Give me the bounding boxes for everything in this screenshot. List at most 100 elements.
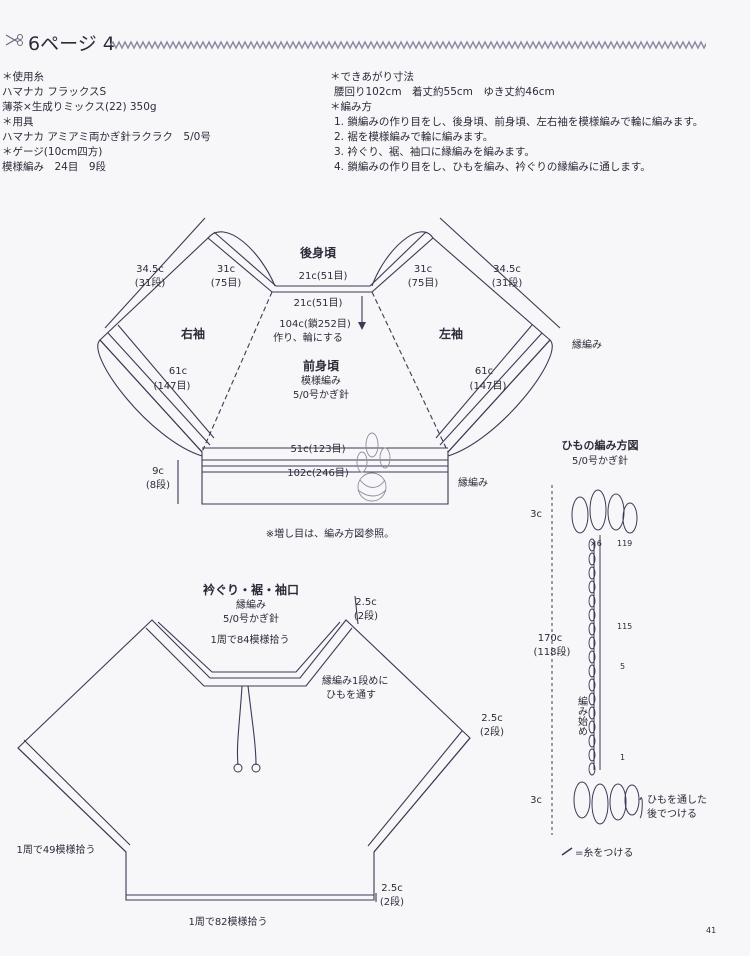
thread-note-2: ひもを通す [326, 689, 376, 701]
materials-line: 模様編み 24目 9段 [2, 161, 107, 173]
cuff-pickup: 1周で49模様拾う [16, 843, 95, 856]
cord-stitch [588, 720, 596, 734]
instructions-block: ＊できあがり寸法 腰回り102cm 着丈約55cm ゆき丈約46cm ＊編み方 … [330, 70, 703, 175]
edging-pattern: 縁編み [236, 598, 266, 611]
cord-attach-2: 後でつける [647, 807, 697, 820]
left-cuff-band [367, 730, 471, 853]
thread-note-1: 縁編み1段めに [322, 674, 388, 687]
cord-title: ひもの編み方図 [562, 438, 639, 452]
left-61: 61c [475, 366, 493, 377]
width-51: 51c(123目) [290, 444, 345, 455]
increase-note: ※増し目は、編み方図参照。 [266, 527, 394, 540]
edging-25c-rows: (2段) [380, 895, 404, 908]
edging-outline [17, 619, 471, 901]
left-345: 34.5c [493, 264, 521, 275]
cord-hook: 5/0号かぎ針 [572, 454, 628, 467]
cord-row-1: 1 [620, 753, 625, 762]
right-61: 61c [169, 366, 187, 377]
cord-length-rows: (118段) [534, 645, 571, 658]
instructions-line: ＊できあがり寸法 [330, 71, 414, 83]
header-zigzag-rule [109, 35, 711, 54]
edge-label-hem: 縁編み [458, 476, 488, 489]
left-sleeve-label: 左袖 [438, 326, 463, 341]
neckline-band [213, 231, 427, 287]
instructions-line: 1. 鎖編みの作り目をし、後身頃、前身頃、左右袖を模様編みで輪に編みます。 [334, 116, 704, 128]
hem-band [202, 459, 448, 467]
edging-diagram: 衿ぐり・裾・袖口 縁編み 5/0号かぎ針 2.5c (2段) 1周で84模様拾う… [16, 582, 504, 928]
instructions-line: 3. 衿ぐり、裾、袖口に縁編みを編みます。 [334, 146, 535, 158]
right-sleeve-curve [207, 231, 276, 287]
yarn-ball-icon [356, 432, 391, 502]
cord-stitch [588, 580, 596, 594]
cord-row-119: 119 [617, 539, 632, 548]
cord-attach-bracket [639, 797, 643, 819]
instructions-line: 2. 裾を模様編みで輪に編みます。 [334, 131, 494, 143]
width-21b: 21c(51目) [294, 298, 343, 309]
cord-attach-1: ひもを通した [647, 794, 707, 806]
cord-stitch [588, 538, 596, 552]
edging-hook: 5/0号かぎ針 [223, 612, 279, 625]
edging-25b: 2.5c [481, 713, 502, 724]
cord-stitch [588, 664, 596, 678]
cord-row-5: 5 [620, 662, 625, 671]
cord-start: 編み始め [576, 695, 588, 736]
cord-stitch [588, 748, 596, 762]
page-title: 6ページ 4 [28, 33, 115, 55]
materials-line: ＊ゲージ(10cm四方) [2, 146, 103, 158]
cord-stitch [588, 608, 596, 622]
drawstring-tassel-left [233, 763, 243, 773]
dim-line-right-345 [439, 217, 561, 329]
front-label: 前身頃 [303, 358, 340, 373]
scissors-icon [4, 32, 24, 52]
materials-line: ハマナカ フラックスS [2, 86, 107, 98]
back-label: 後身頃 [300, 245, 337, 260]
page-number: 41 [706, 926, 717, 935]
drawstring-tassel-right [251, 763, 261, 773]
left-sleeve-curve [371, 231, 434, 287]
right-31: 31c [217, 264, 235, 275]
right-cuff-curve [97, 339, 203, 457]
cord-stitch [588, 734, 596, 748]
edging-25b-rows: (2段) [480, 725, 504, 738]
neck-band [145, 621, 353, 687]
cord-stitch-marks [588, 538, 596, 776]
cord-diagram: ひもの編み方図 5/0号かぎ針 3c 3c 170c (118段) 119 11… [530, 438, 707, 859]
left-31: 31c [414, 264, 432, 275]
instructions-line: 4. 鎖編みの作り目をし、ひもを編み、衿ぐりの縁編みに通します。 [334, 161, 651, 173]
instructions-line: ＊編み方 [330, 101, 372, 113]
drawstring [236, 685, 257, 766]
cord-stitch [588, 594, 596, 608]
chain-join-label: 作り、輪にする [273, 331, 343, 344]
materials-line: ＊用具 [2, 116, 34, 128]
raglan-line-right [371, 291, 449, 453]
cord-length: 170c [538, 633, 563, 644]
hook-label: 5/0号かぎ針 [293, 388, 349, 401]
height-9: 9c [152, 466, 164, 477]
materials-line: ＊使用糸 [2, 71, 44, 83]
pattern-label: 模様編み [301, 374, 341, 387]
right-sleeve-label: 右袖 [180, 326, 205, 341]
edging-title: 衿ぐり・裾・袖口 [203, 582, 299, 597]
materials-block: ＊使用糸 ハマナカ フラックスS 薄茶×生成りミックス(22) 350g ＊用具… [2, 70, 211, 175]
cord-stitch [588, 622, 596, 636]
right-cuff-band [17, 739, 131, 853]
right-345: 34.5c [136, 264, 164, 275]
right-345-rows: (31段) [135, 276, 166, 289]
left-sleeve-cuff-band [435, 324, 551, 453]
cord-stitch [588, 552, 596, 566]
dim-line-25a [354, 595, 359, 625]
body-schematic-diagram: 後身頃 21c(51目) 21c(51目) 31c (75目) 31c (75目… [97, 217, 602, 540]
cord-stitch [588, 762, 596, 776]
height-9-rows: (8段) [146, 478, 170, 491]
edging-25a-rows: (2段) [354, 609, 378, 622]
instructions-line: 腰回り102cm 着丈約55cm ゆき丈約46cm [334, 86, 555, 98]
hem-pickup: 1周で82模様拾う [188, 915, 267, 928]
cord-stitch [588, 566, 596, 580]
chain-label: 104c(鎖252目) [279, 317, 351, 330]
edge-label-sleeve: 縁編み [572, 338, 602, 351]
edging-25c: 2.5c [381, 883, 402, 894]
cord-row-115: 115 [617, 622, 632, 631]
left-345-rows: (31段) [492, 276, 523, 289]
edging-25a: 2.5c [355, 597, 376, 608]
cord-stitch [588, 636, 596, 650]
